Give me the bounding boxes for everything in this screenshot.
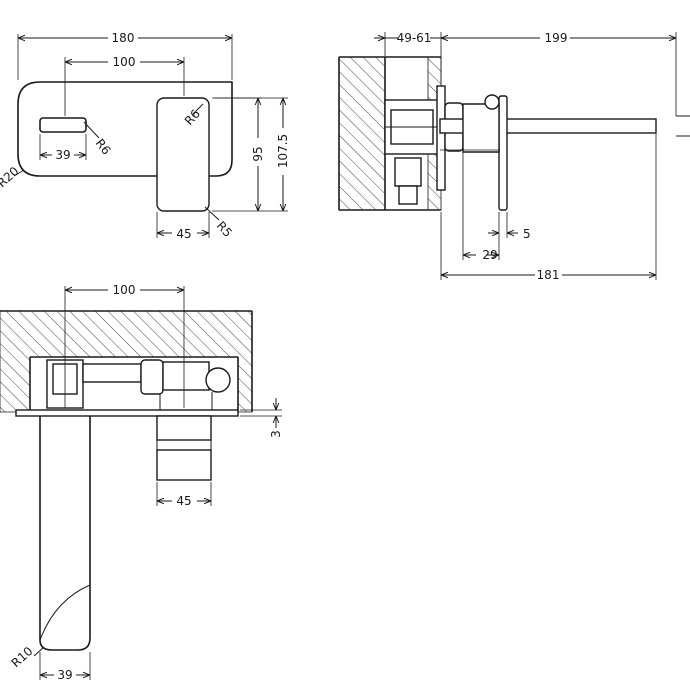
dim-side-wall-depth: 49-61: [397, 31, 432, 45]
top-spout: [39, 416, 91, 651]
top-lever: [156, 415, 212, 441]
dim-front-lever-height: 95: [251, 146, 265, 161]
dim-front-plate-radius: R20: [0, 164, 22, 190]
top-view: 100 3 45 R10 39: [0, 283, 283, 682]
side-view: 49-61 199 5 29 181: [338, 31, 690, 282]
dim-front-lever-radius: R5: [214, 219, 235, 240]
dim-top-lever-width: 45: [176, 494, 191, 508]
top-cover-plate: [15, 409, 239, 417]
dim-side-plate-thickness: 5: [523, 227, 531, 241]
dim-top-outlet-width: 39: [57, 668, 72, 682]
side-wall-hatch: [338, 56, 386, 211]
dim-top-plate-thickness: 3: [269, 430, 283, 438]
front-view: 180 100 107.5 95 39 R6 R6 R20: [0, 31, 290, 241]
dim-front-outlet-width: 39: [55, 148, 70, 162]
dim-front-outlet-radius: R6: [93, 136, 114, 157]
front-outlet-slot: [39, 117, 87, 133]
side-front-plate: [436, 85, 446, 191]
front-backplate: [17, 81, 233, 177]
dim-top-outlet-radius: R10: [9, 644, 36, 670]
dim-front-height-overall: 107.5: [276, 134, 290, 168]
dim-front-spout-width: 100: [113, 55, 136, 69]
dim-front-lever-width: 45: [176, 227, 191, 241]
top-wall-hatch: [0, 310, 253, 413]
dim-side-spout-length: 181: [537, 268, 560, 282]
side-lever: [498, 95, 508, 211]
dim-front-width-overall: 180: [112, 31, 135, 45]
dim-side-projection: 199: [545, 31, 568, 45]
dim-top-spout-width: 100: [113, 283, 136, 297]
front-lever-handle: [156, 97, 210, 212]
dim-side-lever-offset: 29: [482, 248, 497, 262]
